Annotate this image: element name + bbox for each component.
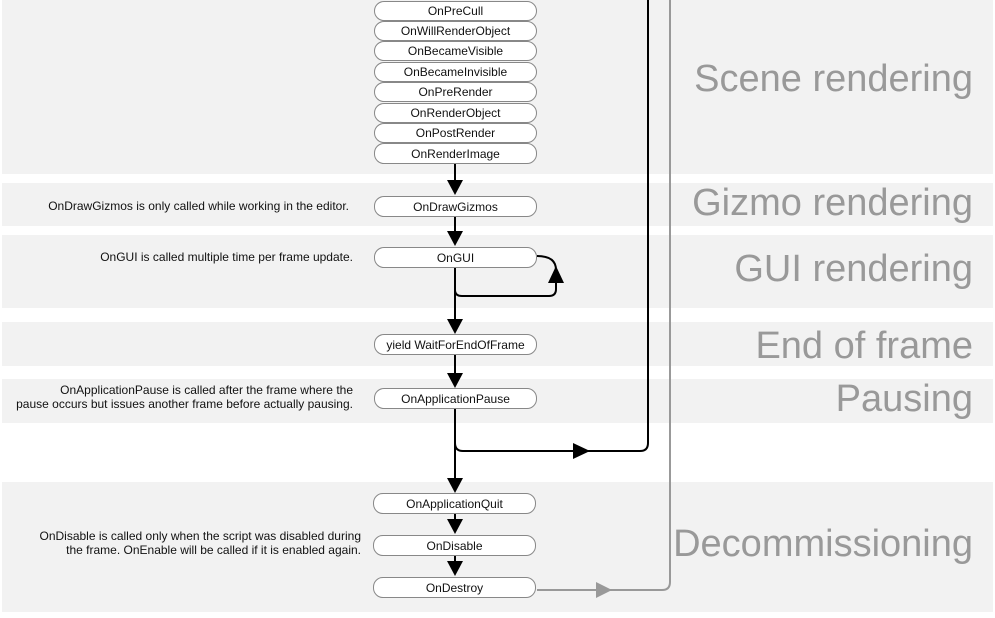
node-on-application-pause: OnApplicationPause (374, 388, 537, 409)
node-on-disable: OnDisable (373, 535, 536, 556)
section-title-end-of-frame: End of frame (755, 325, 973, 367)
node-on-will-render-object: OnWillRenderObject (374, 21, 537, 41)
node-on-destroy: OnDestroy (373, 577, 536, 598)
node-on-render-image: OnRenderImage (374, 143, 537, 164)
note-draw-gizmos: OnDrawGizmos is only called while workin… (48, 199, 349, 213)
node-on-application-quit: OnApplicationQuit (373, 493, 536, 514)
section-title-gizmo-rendering: Gizmo rendering (692, 182, 973, 224)
note-application-pause-line-2: pause occurs but issues another frame be… (16, 397, 353, 411)
note-on-disable-line-1: OnDisable is called only when the script… (39, 529, 361, 543)
section-title-pausing: Pausing (835, 378, 973, 420)
note-application-pause: OnApplicationPause is called after the f… (16, 383, 353, 411)
node-on-became-visible: OnBecameVisible (374, 41, 537, 61)
section-title-gui-rendering: GUI rendering (734, 248, 973, 290)
node-on-gui: OnGUI (374, 247, 537, 268)
node-on-draw-gizmos: OnDrawGizmos (374, 196, 537, 217)
section-title-scene-rendering: Scene rendering (694, 58, 973, 100)
node-on-render-object: OnRenderObject (374, 103, 537, 123)
note-on-disable-line-2: the frame. OnEnable will be called if it… (66, 543, 361, 557)
node-on-became-invisible: OnBecameInvisible (374, 62, 537, 82)
node-yield-wait-for-end-of-frame: yield WaitForEndOfFrame (374, 334, 537, 355)
node-on-pre-render: OnPreRender (374, 82, 537, 102)
section-title-decommissioning: Decommissioning (673, 523, 973, 565)
node-on-pre-cull: OnPreCull (374, 1, 537, 21)
node-on-post-render: OnPostRender (374, 123, 537, 143)
note-on-gui: OnGUI is called multiple time per frame … (100, 250, 353, 264)
note-application-pause-line-1: OnApplicationPause is called after the f… (60, 383, 353, 397)
note-on-disable: OnDisable is called only when the script… (39, 529, 361, 557)
